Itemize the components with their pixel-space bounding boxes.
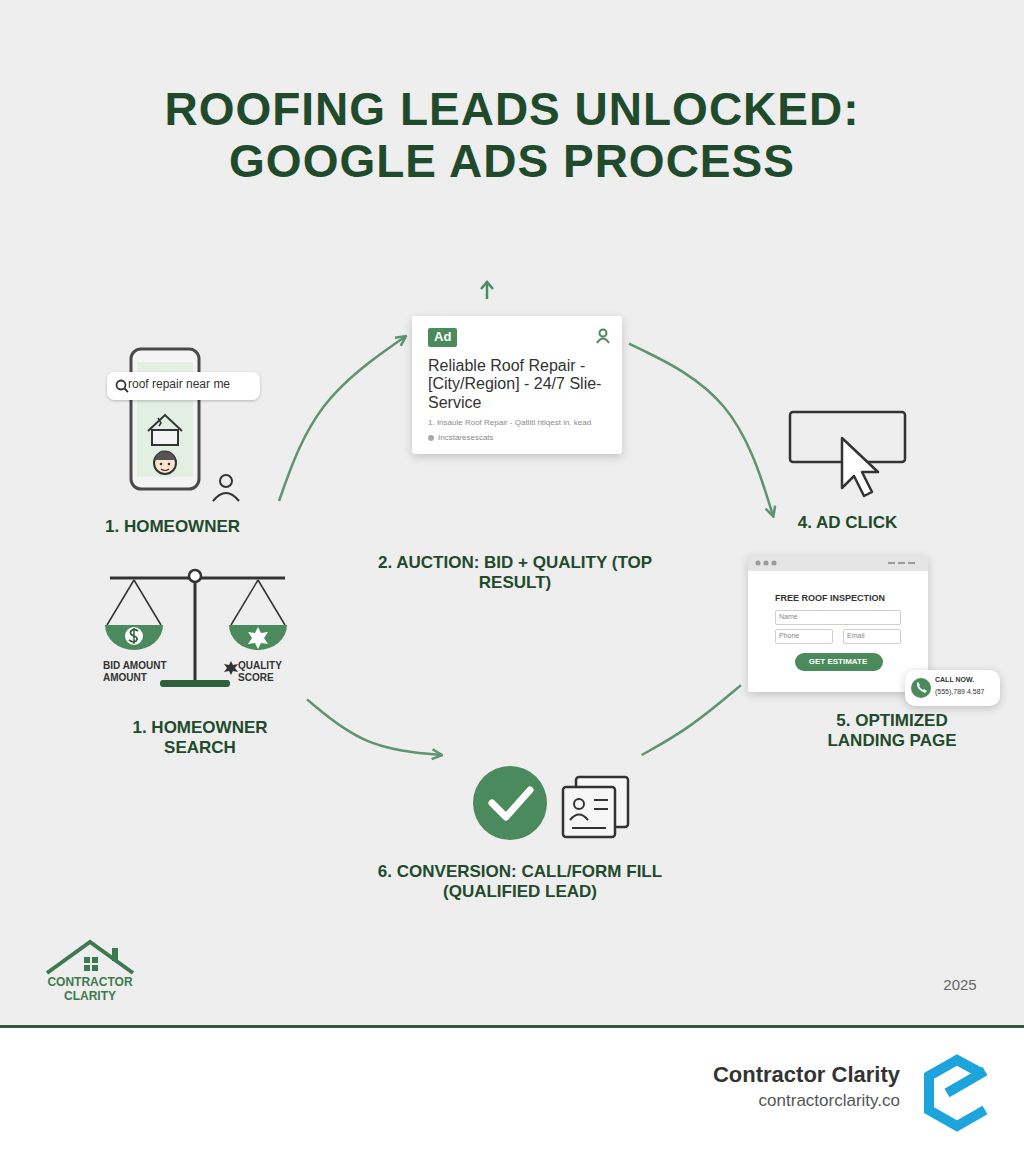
node-text: FREE ROOF INSPECTION	[775, 593, 915, 603]
step-caption: 5. OPTIMIZED LANDING PAGE	[807, 711, 977, 750]
node-text: Name	[779, 613, 839, 621]
node-text: Phone	[779, 632, 829, 640]
logo-house	[47, 942, 133, 973]
node-text: 1. HOMEOWNER SEARCH	[115, 718, 285, 757]
flow-connector	[629, 344, 773, 516]
landing-page: FREE ROOF INSPECTION NamePhone EmailGET ES…	[748, 555, 928, 692]
node-text: Reliable Roof Repair - [City/Region] - 2…	[428, 357, 608, 412]
node-text: QUALITY SCORE	[238, 660, 296, 683]
auction-scales: BID AMOUNT AMOUNT QUALITY SCORE 1. HOMEOWN…	[100, 560, 300, 759]
call-bubble: CALL NOW. (555),789 4.587	[905, 670, 1000, 706]
node-text: Ad	[428, 328, 457, 347]
node-text: (555),789 4.587	[935, 688, 997, 696]
up-arrow	[481, 282, 493, 299]
node-text: Email	[847, 632, 897, 640]
ad-click-step: 4. AD CLICK	[780, 405, 917, 535]
monitor-illustration	[790, 412, 905, 496]
form-field: Email	[843, 629, 901, 644]
cta-button: GET ESTIMATE	[795, 653, 883, 671]
node-text: BID AMOUNT AMOUNT	[103, 660, 181, 683]
conversion-icons	[473, 766, 628, 840]
brand-logo	[929, 1060, 985, 1126]
brand-url: contractorclarity.co	[560, 1091, 900, 1111]
phone-illustration	[107, 349, 260, 501]
diagram-title: ROOFING LEADS UNLOCKED: GOOGLE ADS PROCE…	[62, 84, 962, 188]
node-text: 1. Insaule Roof Repair - Qatlitl htiqest…	[428, 418, 608, 427]
step-caption: 2. AUCTION: BID + QUALITY (TOP RESULT)	[350, 553, 680, 592]
flow-connector	[279, 337, 405, 501]
node-text: 4. AD CLICK	[780, 513, 915, 533]
form-field: Name	[775, 610, 901, 625]
flow-connector	[307, 699, 441, 755]
ad-icon	[596, 328, 610, 344]
node-text: 1. HOMEOWNER	[105, 517, 270, 537]
node-text: roof repair near me	[128, 378, 263, 392]
brand-name: Contractor Clarity	[560, 1062, 900, 1087]
homeowner-step: roof repair near me 1. HOMEOWNER	[100, 345, 272, 540]
year-note: 2025	[930, 976, 990, 993]
form-field: Phone	[775, 629, 833, 644]
browser-bar	[748, 555, 928, 571]
search-ad-card: AdReliable Roof Repair - [City/Region] -…	[412, 316, 622, 454]
conversion-step: 6. CONVERSION: CALL/FORM FILL (QUALIFIED…	[330, 762, 712, 903]
phone-icon	[910, 677, 932, 699]
flow-connector	[642, 685, 741, 755]
divider-line	[0, 1025, 1024, 1028]
node-text: CALL NOW.	[935, 676, 997, 684]
node-text: Incstaresescats	[428, 433, 608, 442]
logo-text: CONTRACTOR CLARITY	[40, 976, 140, 1004]
node-text: GET ESTIMATE	[795, 657, 881, 666]
node-text: 6. CONVERSION: CALL/FORM FILL (QUALIFIED…	[330, 862, 710, 901]
